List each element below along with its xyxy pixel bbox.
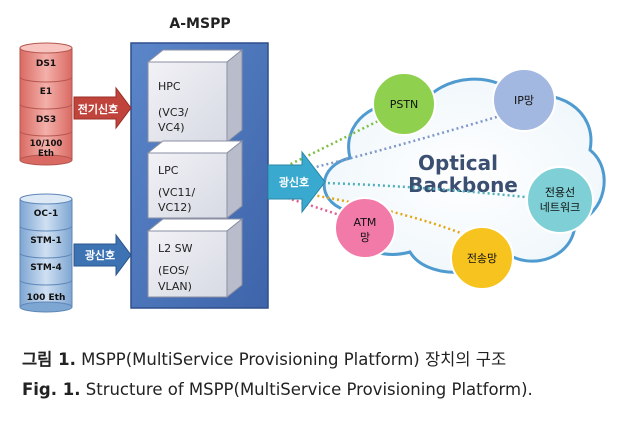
label-oc1: OC-1 (34, 209, 58, 219)
node-atm-label-2: 망 (360, 231, 370, 244)
module-l2sw-detail-2: VLAN) (158, 280, 192, 293)
node-pstn-label: PSTN (390, 98, 419, 111)
label-stm4: STM-4 (30, 263, 62, 273)
caption-korean-prefix: 그림 1. (22, 350, 76, 369)
node-ip-network: IP망 (492, 68, 556, 132)
module-lpc-detail-2: VC12) (158, 201, 192, 214)
module-l2sw-name: L2 SW (158, 242, 193, 255)
caption-english-text: Structure of MSPP(MultiService Provision… (80, 380, 533, 399)
module-l2sw-detail-1: (EOS/ (158, 264, 189, 277)
optical-input-label: 광신호 (85, 248, 115, 262)
module-lpc-name: LPC (158, 164, 179, 177)
mspp-diagram: A-MSPP HPC (VC3/ VC4) LPC (VC11/ VC12) L… (19, 16, 606, 313)
node-ip-network-label: IP망 (514, 94, 534, 107)
caption-english-prefix: Fig. 1. (22, 380, 81, 399)
caption-korean: 그림 1. MSPP(MultiService Provisioning Pla… (22, 346, 506, 370)
module-hpc-detail-1: (VC3/ (158, 106, 188, 119)
module-lpc: LPC (VC11/ VC12) (146, 139, 244, 220)
optical-output-label: 광신호 (279, 175, 309, 189)
node-leased-line-network: 전용선 네트워크 (526, 166, 594, 234)
optical-interface-stack: OC-1 STM-1 STM-4 100 Eth (19, 193, 73, 313)
node-leased-line-label-2: 네트워크 (540, 201, 580, 214)
node-transport-network-label: 전송망 (467, 252, 497, 265)
label-stm1: STM-1 (30, 236, 62, 246)
module-hpc-name: HPC (158, 80, 181, 93)
caption-english: Fig. 1. Structure of MSPP(MultiService P… (22, 380, 533, 399)
cloud-label-optical: Optical (418, 151, 498, 175)
label-e1: E1 (40, 87, 52, 97)
label-100-eth: 100 Eth (27, 293, 66, 303)
node-transport-network: 전송망 (450, 226, 514, 290)
diagram-title: A-MSPP (169, 16, 230, 32)
label-ds3: DS3 (36, 115, 56, 125)
electrical-signal-label: 전기신호 (78, 102, 118, 116)
optical-input-arrow: 광신호 (73, 233, 132, 277)
electrical-signal-arrow: 전기신호 (73, 86, 132, 130)
node-pstn: PSTN (372, 72, 436, 136)
cloud-label-backbone: Backbone (408, 173, 518, 197)
module-l2sw: L2 SW (EOS/ VLAN) (146, 217, 244, 299)
node-atm-network: ATM 망 (334, 197, 396, 259)
optical-output-arrow: 광신호 (267, 150, 326, 214)
caption-korean-text: MSPP(MultiService Provisioning Platform)… (75, 350, 507, 369)
module-hpc-detail-2: VC4) (158, 121, 185, 134)
label-ds1: DS1 (36, 59, 56, 69)
node-leased-line-label-1: 전용선 (545, 186, 575, 199)
module-hpc: HPC (VC3/ VC4) (146, 48, 244, 144)
node-atm-label-1: ATM (354, 216, 377, 229)
module-lpc-detail-1: (VC11/ (158, 186, 195, 199)
